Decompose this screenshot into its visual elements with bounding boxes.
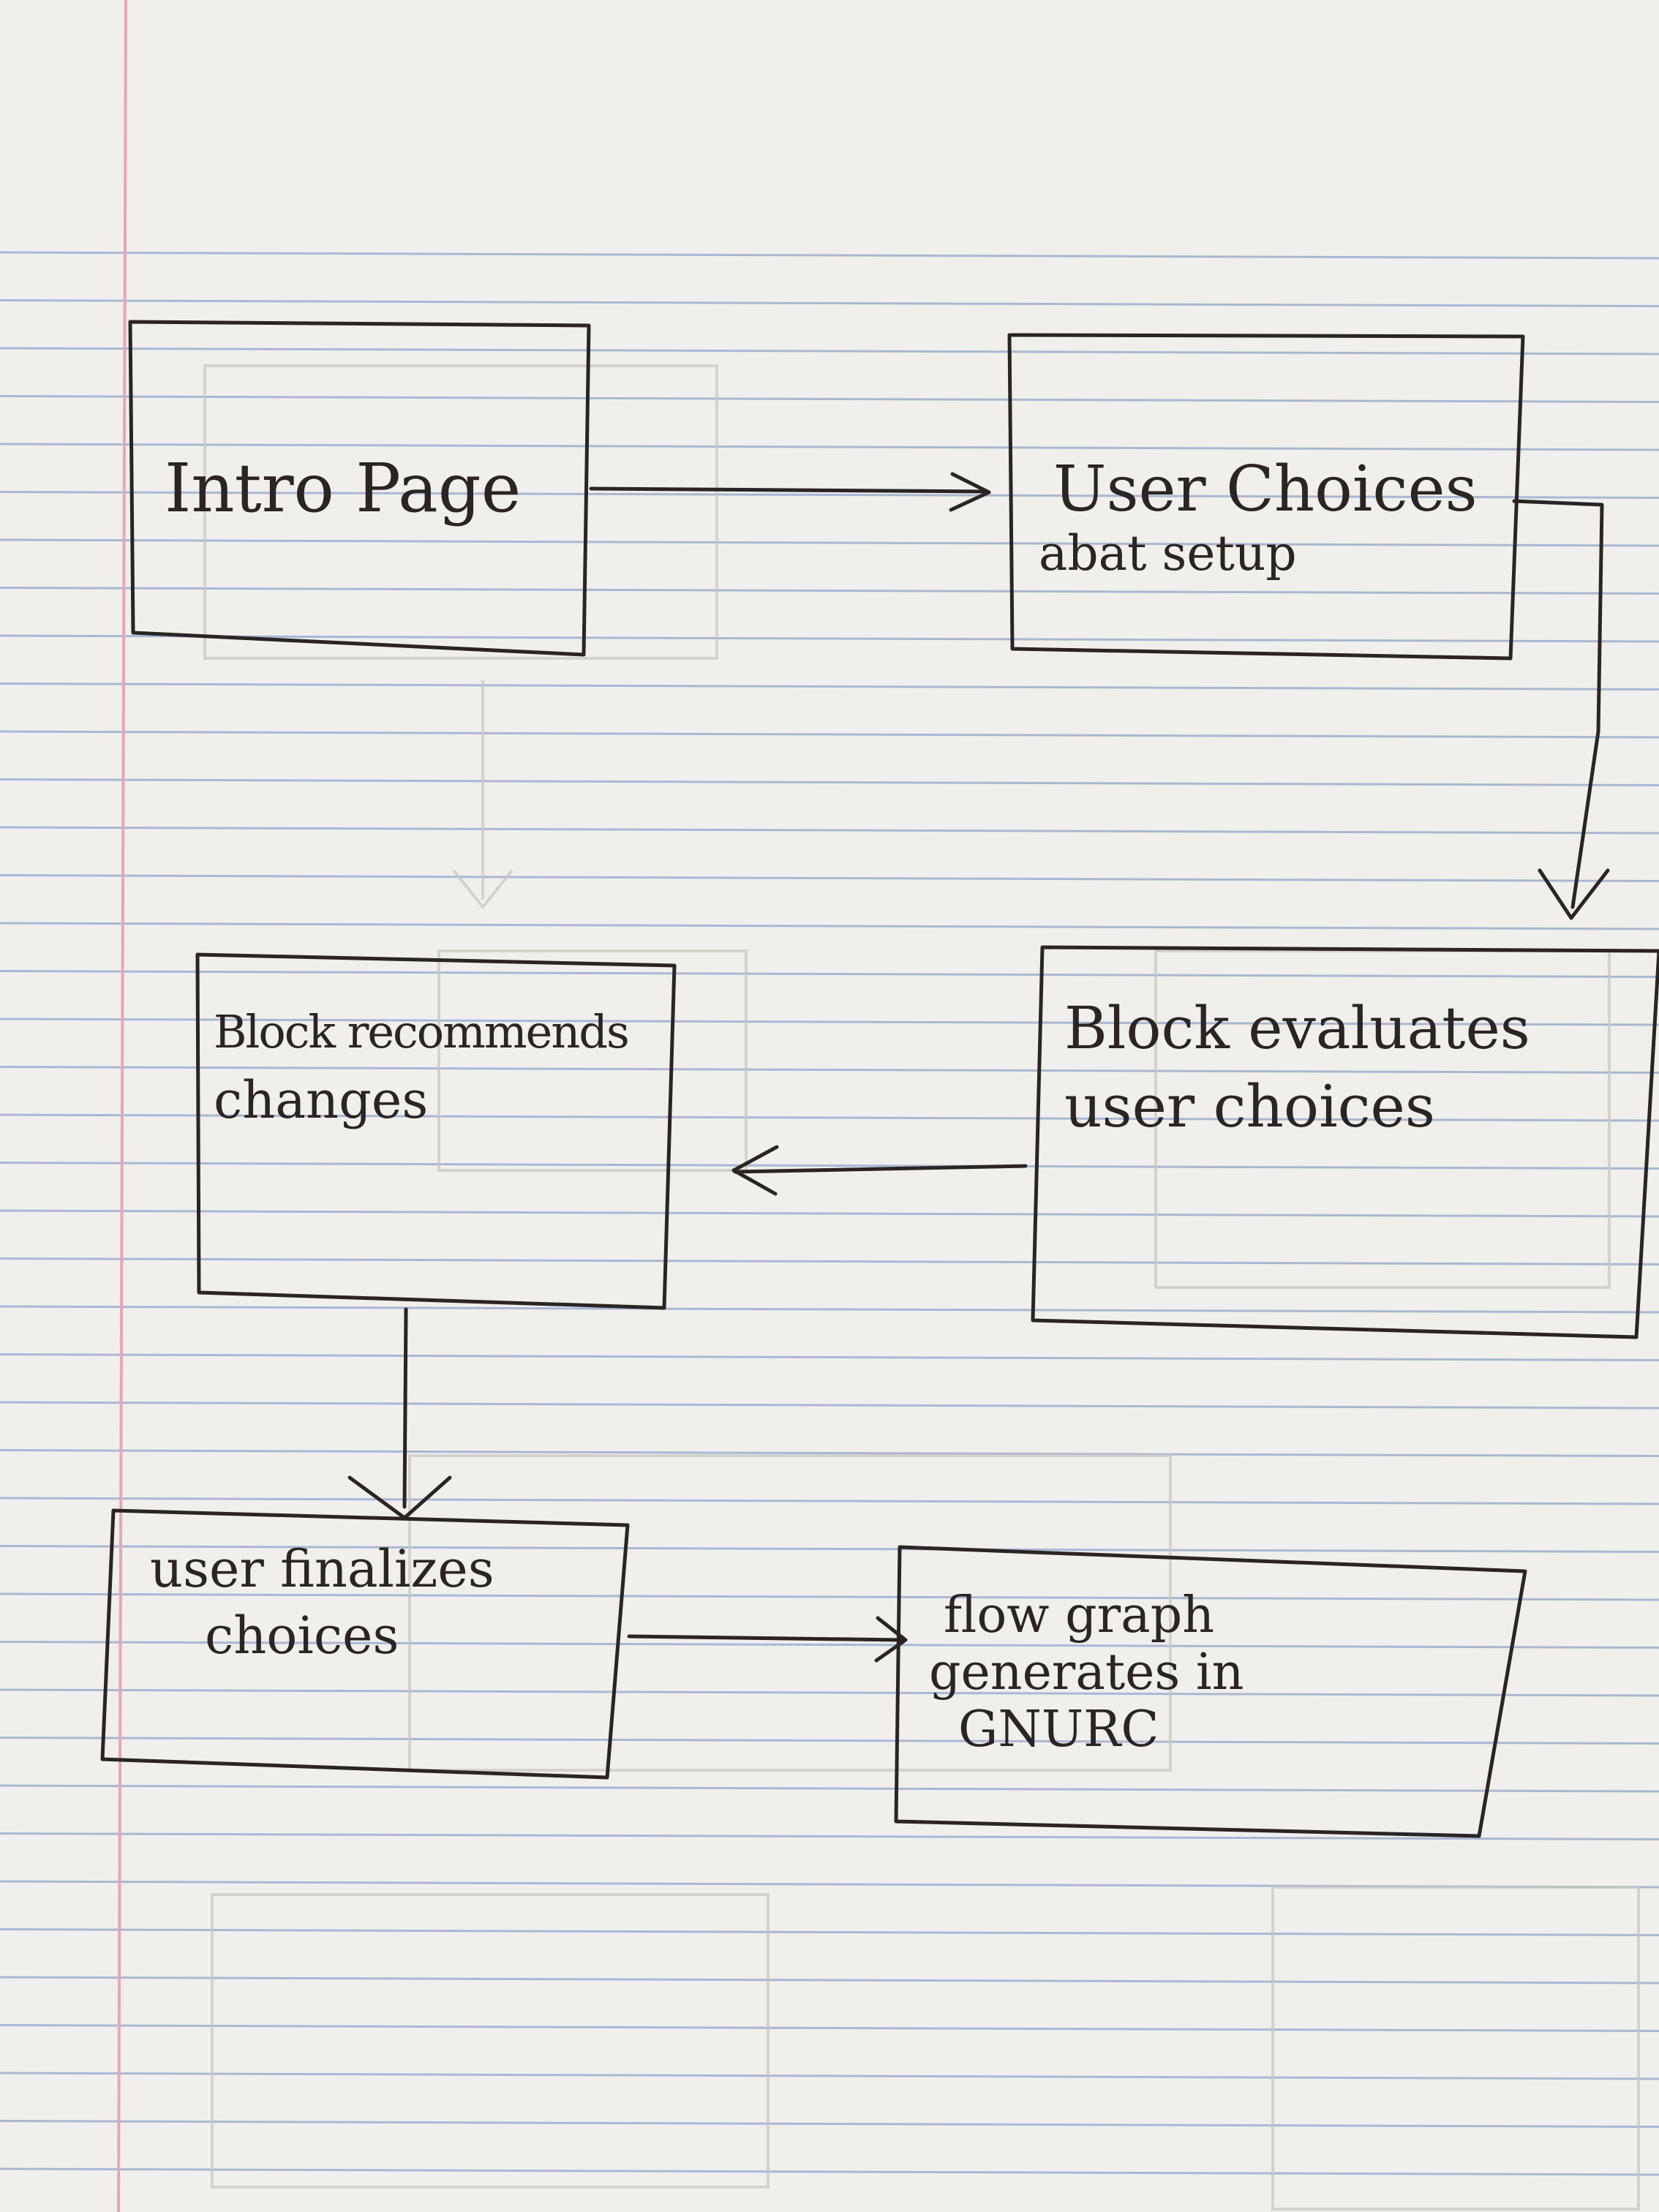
ruled-line (0, 2167, 1659, 2176)
arrow-intro-to-user-choices (589, 472, 991, 512)
ruled-line (0, 443, 1659, 451)
ruled-line (0, 1401, 1659, 1410)
arrow-block-evaluates-to-block-recommends (731, 1145, 1028, 1196)
ruled-line (0, 491, 1659, 499)
node-line: Block evaluates (1064, 994, 1530, 1062)
box-user-finalizes (100, 1508, 630, 1780)
ruled-line (0, 730, 1659, 739)
ruled-line (0, 874, 1659, 882)
ruled-line (0, 1641, 1659, 1649)
arrow-user-finalizes-to-flow-graph (627, 1616, 908, 1663)
ruled-line (0, 1209, 1659, 1218)
node-line: Block recommends (214, 1005, 630, 1058)
node-label-flow-graph: flow graph generates in GNURC (929, 1587, 1244, 1759)
node-line: changes (214, 1070, 429, 1131)
node-line: user finalizes (150, 1539, 494, 1599)
ruled-line (0, 682, 1659, 691)
node-line: User Choices (1053, 453, 1478, 526)
node-line: GNURC (958, 1701, 1159, 1759)
ruled-line (0, 1017, 1659, 1026)
ruled-line (0, 299, 1659, 307)
node-line: abat setup (1039, 524, 1297, 582)
node-label-user-finalizes: user finalizes choices (150, 1540, 494, 1665)
ruled-line (0, 1497, 1659, 1505)
ruled-line (0, 251, 1659, 260)
ruled-line (0, 1976, 1659, 1985)
node-label-block-recommends: Block recommends changes (214, 1005, 630, 1131)
ruled-lines (0, 251, 1659, 2176)
ruled-line (0, 2120, 1659, 2128)
ruled-line (0, 970, 1659, 978)
node-label-block-evaluates: Block evaluates user choices (1064, 995, 1530, 1140)
ruled-line (0, 2072, 1659, 2080)
ruled-line (0, 1737, 1659, 1745)
ruled-line (0, 1592, 1659, 1601)
ruled-line (0, 347, 1659, 356)
ruled-line (0, 1928, 1659, 1936)
node-line: user choices (1064, 1072, 1435, 1140)
box-user-choices (1007, 333, 1525, 661)
node-line: choices (205, 1605, 399, 1666)
ruled-line (0, 1784, 1659, 1793)
ruled-line (0, 1545, 1659, 1553)
margin-line (117, 0, 127, 2212)
node-line: flow graph (944, 1587, 1215, 1644)
ruled-line (0, 1066, 1659, 1074)
ruled-line (0, 395, 1659, 403)
ruled-line (0, 922, 1659, 930)
ruled-line (0, 1113, 1659, 1122)
ruled-line (0, 1449, 1659, 1457)
box-flow-graph (894, 1545, 1527, 1838)
ruled-line (0, 1257, 1659, 1265)
node-label-user-choices: User Choices abat setup (1039, 453, 1478, 582)
ruled-line (0, 1688, 1659, 1697)
ruled-line (0, 2024, 1659, 2032)
ruled-line (0, 538, 1659, 547)
ruled-line (0, 778, 1659, 786)
node-label-intro: Intro Page (165, 450, 521, 527)
arrow-user-choices-to-block-evaluates (1512, 499, 1610, 920)
ruled-line (0, 587, 1659, 595)
arrow-block-recommends-to-user-finalizes (347, 1307, 452, 1520)
box-block-evaluates (1031, 945, 1659, 1339)
node-line: generates in (929, 1644, 1244, 1702)
ruled-line (0, 1832, 1659, 1840)
ruled-line (0, 1305, 1659, 1314)
ruled-line (0, 1162, 1659, 1170)
ruled-line (0, 826, 1659, 835)
node-line: Intro Page (165, 449, 522, 527)
box-intro (128, 320, 591, 657)
ruled-line (0, 1353, 1659, 1361)
ruled-line (0, 634, 1659, 643)
box-block-recommends (195, 952, 677, 1310)
